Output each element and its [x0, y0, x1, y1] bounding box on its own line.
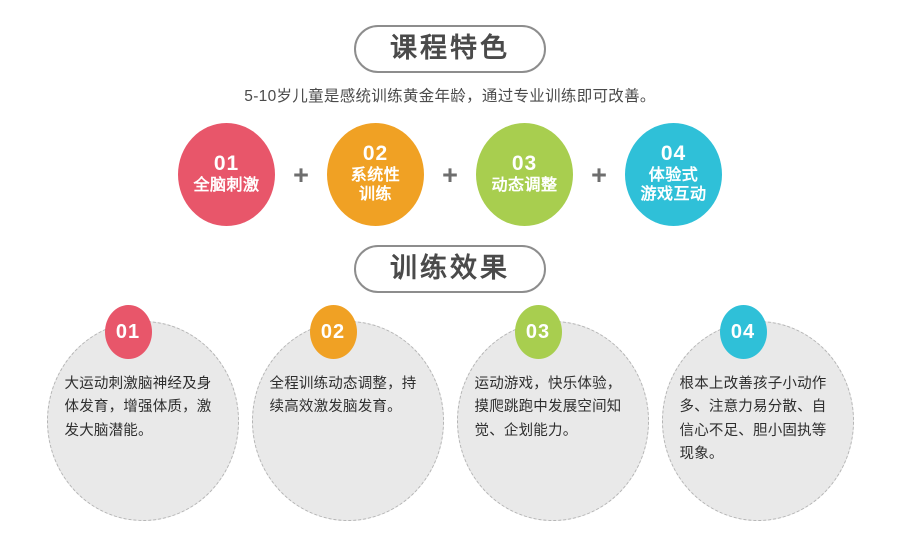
- effect-text-01: 大运动刺激脑神经及身体发育，增强体质，激发大脑潜能。: [64, 376, 212, 439]
- feature-circle-03: 03 动态调整: [476, 122, 573, 226]
- effect-card-02: 02 全程训练动态调整，持续高效激发脑发育。: [251, 305, 444, 521]
- effect-text-02: 全程训练动态调整，持续高效激发脑发育。: [269, 376, 417, 416]
- plus-separator-2: +: [442, 159, 458, 190]
- effect-ellipse-03: [456, 321, 649, 521]
- feature-number-02: 02: [362, 142, 389, 166]
- feature-label-01: 全脑刺激: [193, 176, 260, 194]
- effect-ellipse-02: [251, 321, 444, 521]
- effect-badge-03: 03: [514, 305, 562, 359]
- effect-card-03: 03 运动游戏，快乐体验，摸爬跳跑中发展空间知觉、企划能力。: [456, 305, 649, 521]
- plus-separator-3: +: [591, 159, 607, 190]
- feature-number-03: 03: [511, 151, 538, 175]
- feature-circle-row: 01 全脑刺激 + 02 系统性训练 + 03 动态调整 + 04 体验式游戏互…: [0, 118, 900, 230]
- effect-ellipse-04: [661, 321, 854, 521]
- effect-ellipse-01: [46, 321, 239, 521]
- effect-badge-02: 02: [309, 305, 357, 359]
- effect-text-03: 运动游戏，快乐体验，摸爬跳跑中发展空间知觉、企划能力。: [474, 376, 622, 439]
- effect-badge-04: 04: [719, 305, 767, 359]
- effect-badge-01: 01: [104, 305, 152, 359]
- features-subtitle: 5-10岁儿童是感统训练黄金年龄，通过专业训练即可改善。: [244, 88, 656, 105]
- section-title-effects: 训练效果: [354, 245, 546, 294]
- section-title-features: 课程特色: [354, 25, 546, 74]
- effect-card-01: 01 大运动刺激脑神经及身体发育，增强体质，激发大脑潜能。: [46, 305, 239, 521]
- feature-circle-04: 04 体验式游戏互动: [625, 122, 722, 226]
- feature-number-04: 04: [660, 142, 687, 166]
- effect-text-04: 根本上改善孩子小动作多、注意力易分散、自信心不足、胆小固执等现象。: [679, 376, 827, 463]
- feature-label-04: 体验式游戏互动: [640, 167, 707, 203]
- effect-card-04: 04 根本上改善孩子小动作多、注意力易分散、自信心不足、胆小固执等现象。: [661, 305, 854, 521]
- feature-label-03: 动态调整: [491, 176, 558, 194]
- feature-number-01: 01: [213, 151, 240, 175]
- section-title-effects-text: 训练效果: [390, 253, 510, 283]
- feature-label-02: 系统性训练: [350, 167, 401, 203]
- section-title-features-text: 课程特色: [390, 33, 510, 63]
- effect-card-row: 01 大运动刺激脑神经及身体发育，增强体质，激发大脑潜能。 02 全程训练动态调…: [0, 305, 900, 535]
- plus-separator-1: +: [293, 159, 309, 190]
- feature-circle-02: 02 系统性训练: [327, 122, 424, 226]
- feature-circle-01: 01 全脑刺激: [178, 122, 275, 226]
